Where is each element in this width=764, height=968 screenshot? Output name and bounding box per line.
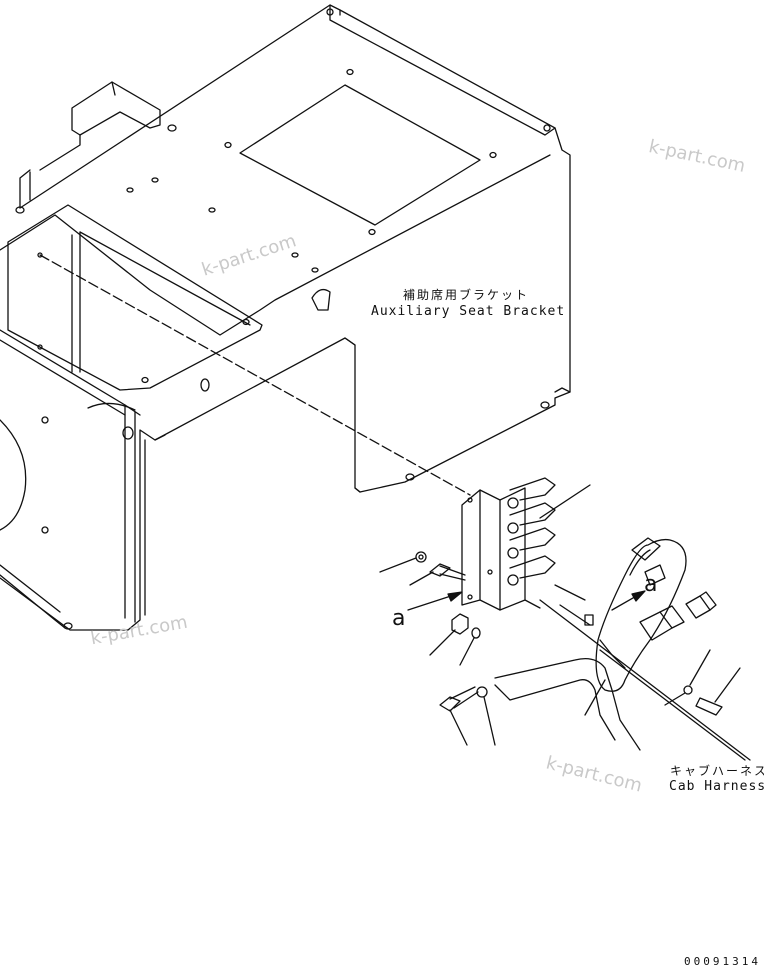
drawing-code: 00091314 (684, 955, 761, 968)
aux-bracket-label-en: Auxiliary Seat Bracket (371, 304, 566, 319)
assembly-line (40, 255, 470, 495)
hardware (380, 552, 740, 745)
cab-harness-part (495, 538, 750, 760)
mounting-holes (16, 9, 550, 629)
cab-harness-label-en: Cab Harness (669, 779, 764, 794)
view-arrow-left (408, 592, 462, 610)
cab-harness-label-jp: キャブハーネス (670, 764, 764, 778)
view-arrow-right (612, 591, 645, 610)
view-a-label-right: a (644, 572, 658, 597)
aux-bracket-label-jp: 補助席用ブラケット (403, 288, 530, 302)
view-a-label-left: a (392, 606, 406, 631)
cab-frame (0, 5, 570, 630)
auxiliary-seat-bracket-part (462, 478, 590, 610)
